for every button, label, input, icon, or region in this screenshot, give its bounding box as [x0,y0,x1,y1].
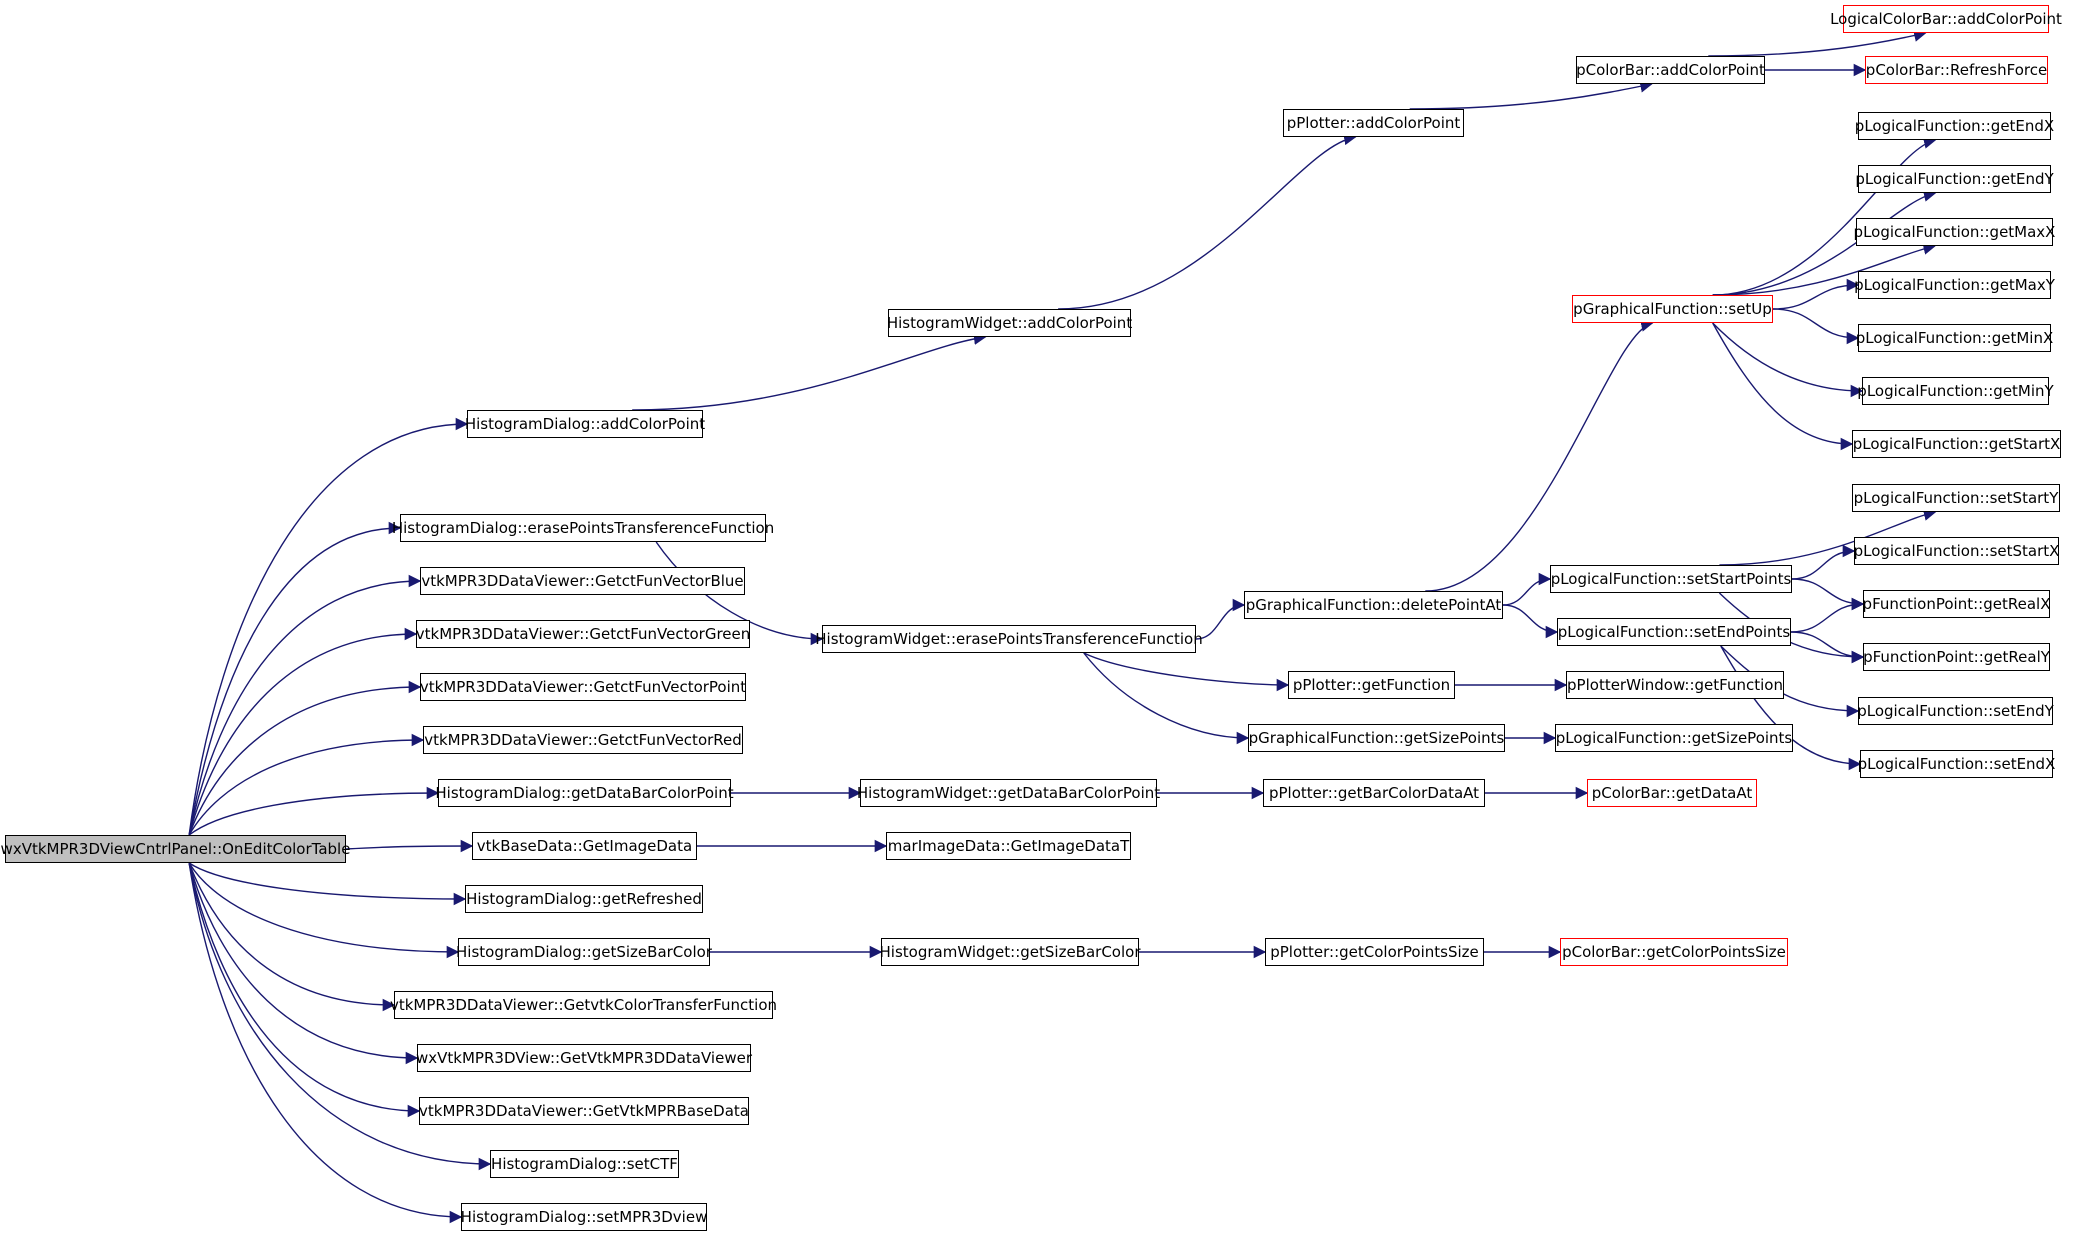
node-vv-gbd[interactable]: vtkMPR3DDataViewer::GetVtkMPRBaseData [419,1097,749,1125]
node-pgf-su[interactable]: pGraphicalFunction::setUp [1572,295,1773,323]
node-plf-gex[interactable]: pLogicalFunction::getEndX [1855,112,2054,140]
node-plf-gsx[interactable]: pLogicalFunction::getStartX [1852,430,2061,458]
node-vv-point[interactable]: vtkMPR3DDataViewer::GetctFunVectorPoint [420,673,746,701]
edge-hw-eptf-to-pgf-gsp [1083,652,1250,745]
edge-pgf-su-to-plf-gey [1712,189,1937,296]
node-hd-eptf[interactable]: HistogramDialog::erasePointsTransference… [392,514,774,542]
node-pcb-acp[interactable]: pColorBar::addColorPoint [1576,56,1765,84]
node-vv-red[interactable]: vtkMPR3DDataViewer::GetctFunVectorRed [423,726,743,754]
node-plf-sep[interactable]: pLogicalFunction::setEndPoints [1557,618,1791,646]
node-pfp-grx[interactable]: pFunctionPoint::getRealX [1863,590,2050,618]
edge-pcb-acp-to-lcb-acp [1708,29,1927,57]
edge-root-to-hd-sctf [188,862,492,1171]
node-pfp-gry[interactable]: pFunctionPoint::getRealY [1863,643,2050,671]
node-plf-ssy[interactable]: pLogicalFunction::setStartY [1852,484,2060,512]
node-plf-ssx[interactable]: pLogicalFunction::setStartX [1854,537,2059,565]
edge-pgf-su-to-plf-gminx [1772,308,1860,345]
edge-root-to-hd-acp [188,417,469,836]
edge-plf-sep-to-pfp-grx [1790,597,1865,633]
edge-pgf-dpa-to-plf-sep [1502,604,1559,639]
node-plf-sey[interactable]: pLogicalFunction::setEndY [1857,697,2054,725]
node-lcb-acp[interactable]: LogicalColorBar::addColorPoint [1830,5,2062,33]
node-pp-gf[interactable]: pPlotter::getFunction [1288,671,1455,699]
edge-pp-acp-to-pcb-acp [1409,80,1653,110]
node-hw-eptf[interactable]: HistogramWidget::erasePointsTransference… [815,625,1203,653]
edge-root-to-wx-gvdv [188,862,419,1065]
node-hd-sctf[interactable]: HistogramDialog::setCTF [490,1150,679,1178]
edge-hw-eptf-to-pgf-dpa [1195,598,1246,640]
node-hw-acp[interactable]: HistogramWidget::addColorPoint [887,309,1132,337]
node-plf-ssp[interactable]: pLogicalFunction::setStartPoints [1550,565,1792,593]
node-plf-gsp[interactable]: pLogicalFunction::getSizePoints [1555,724,1793,752]
node-pcb-gda[interactable]: pColorBar::getDataAt [1587,779,1757,807]
edge-pgf-dpa-to-plf-ssp [1502,572,1552,606]
node-ppw-gf[interactable]: pPlotterWindow::getFunction [1566,671,1784,699]
node-hw-gsbc[interactable]: HistogramWidget::getSizeBarColor [880,938,1141,966]
node-mid-gidt[interactable]: marImageData::GetImageDataT [886,832,1131,860]
node-plf-sex[interactable]: pLogicalFunction::setEndX [1858,750,2055,778]
edge-plf-sep-to-pfp-gry [1790,631,1865,664]
node-plf-gminx[interactable]: pLogicalFunction::getMinX [1856,324,2053,352]
edge-hw-acp-to-pp-acp [1058,132,1357,310]
edge-root-to-vv-gbd [188,862,421,1118]
edge-plf-ssp-to-pfp-grx [1791,578,1865,611]
edge-plf-ssp-to-plf-ssy [1719,508,1937,566]
edge-hd-acp-to-hw-acp [632,332,987,411]
node-hd-smpr[interactable]: HistogramDialog::setMPR3Dview [461,1203,707,1231]
node-hd-gref[interactable]: HistogramDialog::getRefreshed [465,885,703,913]
edge-root-to-hd-gref [188,862,467,906]
node-pgf-gsp[interactable]: pGraphicalFunction::getSizePoints [1248,724,1505,752]
node-root[interactable]: wxVtkMPR3DViewCntrlPanel::OnEditColorTab… [1,835,350,863]
node-pp-acp[interactable]: pPlotter::addColorPoint [1283,109,1464,137]
edge-pgf-su-to-plf-gex [1712,136,1937,296]
node-plf-gmaxy[interactable]: pLogicalFunction::getMaxY [1854,271,2055,299]
node-hd-gdbcp[interactable]: HistogramDialog::getDataBarColorPoint [435,779,734,807]
node-pcb-gcps[interactable]: pColorBar::getColorPointsSize [1560,938,1788,966]
edge-pgf-su-to-plf-gminy [1712,322,1864,398]
edge-root-to-hd-smpr [188,862,463,1224]
edge-pgf-su-to-plf-gmaxy [1772,278,1860,310]
edge-plf-ssp-to-plf-ssx [1791,544,1856,580]
node-vv-gctf[interactable]: vtkMPR3DDataViewer::GetvtkColorTransferF… [390,991,777,1019]
edge-root-to-vv-gctf [188,862,396,1012]
node-plf-gmaxx[interactable]: pLogicalFunction::getMaxX [1854,218,2055,246]
node-plf-gey[interactable]: pLogicalFunction::getEndY [1855,165,2054,193]
edge-root-to-hd-gsbc [188,862,460,959]
edge-root-to-vbd-gid [345,839,474,853]
edge-root-to-vv-blue [188,574,422,836]
edge-root-to-vv-red [188,733,425,836]
node-pgf-dpa[interactable]: pGraphicalFunction::deletePointAt [1244,591,1503,619]
edge-root-to-vv-green [188,627,418,836]
node-plf-gminy[interactable]: pLogicalFunction::getMinY [1857,377,2054,405]
edge-pgf-su-to-plf-gmaxx [1712,242,1937,296]
node-vbd-gid[interactable]: vtkBaseData::GetImageData [472,832,697,860]
edge-pgf-su-to-plf-gsx [1712,322,1854,451]
edge-hw-eptf-to-pp-gf [1083,652,1290,692]
node-vv-blue[interactable]: vtkMPR3DDataViewer::GetctFunVectorBlue [420,567,745,595]
node-hd-gsbc[interactable]: HistogramDialog::getSizeBarColor [456,938,712,966]
node-pp-gcps[interactable]: pPlotter::getColorPointsSize [1265,938,1484,966]
node-vv-green[interactable]: vtkMPR3DDataViewer::GetctFunVectorGreen [416,620,750,648]
edge-root-to-hd-eptf [188,521,402,836]
node-pcb-rf[interactable]: pColorBar::RefreshForce [1865,56,2048,84]
edge-root-to-vv-point [188,680,422,836]
edge-root-to-hd-gdbcp [188,786,440,836]
edge-pgf-dpa-to-pgf-su [1425,319,1654,592]
node-hw-gdbcp[interactable]: HistogramWidget::getDataBarColorPoint [857,779,1160,807]
node-pp-gbcda[interactable]: pPlotter::getBarColorDataAt [1263,779,1485,807]
edge-hd-eptf-to-hw-eptf [655,541,824,646]
node-wx-gvdv[interactable]: wxVtkMPR3DView::GetVtkMPR3DDataViewer [416,1044,752,1072]
node-hd-acp[interactable]: HistogramDialog::addColorPoint [465,410,705,438]
